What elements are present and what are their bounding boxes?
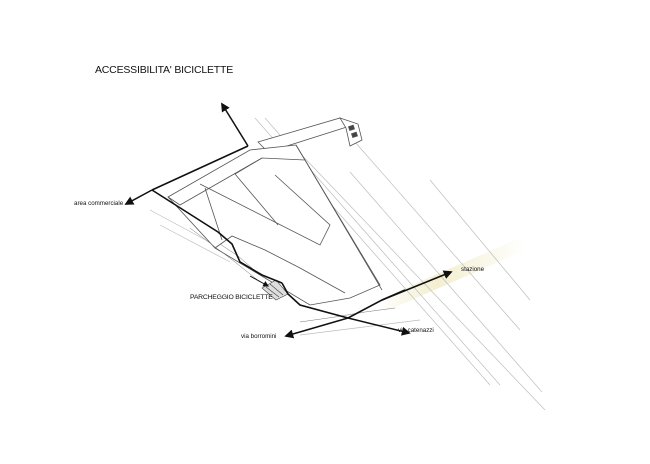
arrow-via-catenazzi <box>347 317 411 336</box>
page-title: ACCESSIBILITA' BICICLETTE <box>95 64 234 76</box>
building <box>167 144 383 306</box>
label-via-catenazzi: via catenazzi <box>398 327 434 334</box>
walkway <box>257 117 363 153</box>
arrow-stazione <box>381 270 453 301</box>
arrow-via-borromini <box>284 317 349 339</box>
arrow-area-commerciale <box>124 189 153 205</box>
station-highlight <box>378 238 526 312</box>
arrow-north <box>221 102 249 147</box>
label-area-commerciale: area commerciale <box>74 200 124 207</box>
access-arrows <box>124 102 453 339</box>
label-via-borromini: via borromini <box>241 333 277 340</box>
label-parcheggio: PARCHEGGIO BICICLETTE <box>190 294 273 301</box>
label-stazione: stazione <box>461 266 485 273</box>
arrow-parcheggio <box>249 275 270 287</box>
